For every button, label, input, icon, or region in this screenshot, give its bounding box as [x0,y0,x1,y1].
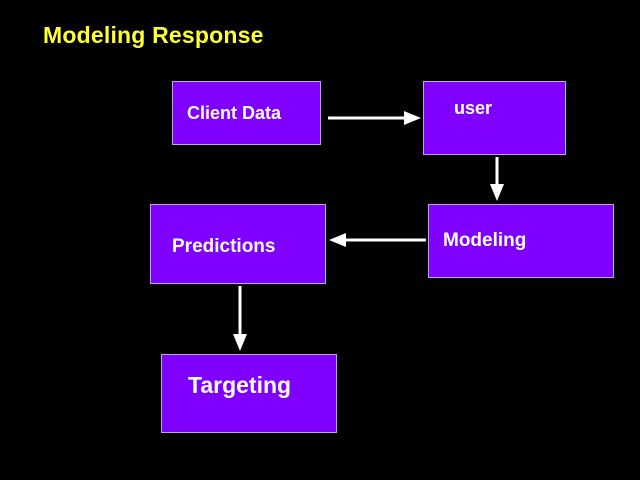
user-label: user [454,98,493,118]
predictions-label: Predictions [172,236,276,257]
modeling-box: Modeling [428,204,614,278]
arrow-user-to-modeling [490,157,504,201]
user-box: user [423,81,566,155]
modeling-label: Modeling [443,230,527,251]
arrow-predictions-to-targeting [233,286,247,351]
targeting-box: Targeting [161,354,337,433]
arrow-modeling-to-predictions [329,233,426,247]
client-data-box: Client Data [172,81,321,145]
client-data-label: Client Data [187,103,282,123]
predictions-box: Predictions [150,204,326,284]
arrow-client-to-user [328,111,421,125]
slide-title: Modeling Response [43,22,264,48]
targeting-label: Targeting [188,372,292,398]
